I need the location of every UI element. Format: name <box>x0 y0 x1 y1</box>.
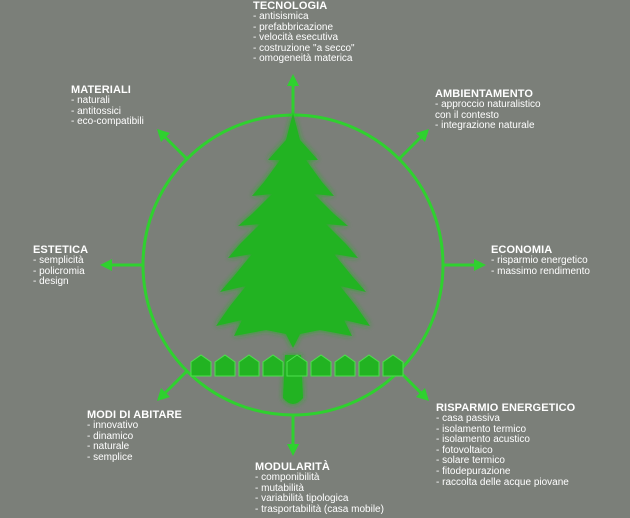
section-materiali: MATERIALI - naturali - antitossici - eco… <box>71 84 144 128</box>
list-item: - raccolta delle acque piovane <box>436 476 569 488</box>
section-tecnologia: TECNOLOGIA - antisismica - prefabbricazi… <box>253 0 355 65</box>
arrow-down-left-icon <box>157 369 189 401</box>
house-icon <box>358 354 380 377</box>
list-item: - solare termico <box>436 455 505 467</box>
section-economia: ECONOMIA - risparmio energetico - massim… <box>491 244 590 277</box>
section-modi-di-abitare: MODI DI ABITARE - innovativo - dinamico … <box>87 409 182 463</box>
section-title: MATERIALI <box>71 84 131 96</box>
list-item: - mutabilità <box>255 482 304 494</box>
list-item: - antisismica <box>253 11 309 22</box>
list-item: - policromia <box>33 265 85 277</box>
list-item: - naturale <box>87 441 130 453</box>
house-icon <box>310 354 332 377</box>
arrow-up-right-icon <box>397 129 429 161</box>
house-row <box>190 354 404 377</box>
arrow-down-icon <box>287 415 299 456</box>
section-title: MODI DI ABITARE <box>87 409 182 421</box>
section-title: MODULARITÀ <box>255 461 330 473</box>
list-item: - approccio naturalistico <box>435 99 541 110</box>
arrow-up-left-icon <box>157 129 189 161</box>
section-estetica: ESTETICA - semplicità - policromia - des… <box>33 244 88 288</box>
section-title: ESTETICA <box>33 244 89 256</box>
house-icon <box>238 354 260 377</box>
list-item: - casa passiva <box>436 413 500 424</box>
section-title: RISPARMIO ENERGETICO <box>436 402 576 414</box>
arrow-up-icon <box>287 74 299 115</box>
list-item: - prefabbricazione <box>253 21 334 33</box>
house-icon <box>190 354 212 377</box>
house-icon <box>262 354 284 377</box>
list-item: - naturali <box>71 95 110 106</box>
list-item: - isolamento termico <box>436 423 527 435</box>
list-item: - dinamico <box>87 430 134 442</box>
list-item: - isolamento acustico <box>436 434 530 446</box>
list-item: - semplicità <box>33 255 84 266</box>
list-item: - risparmio energetico <box>491 255 588 266</box>
arrow-right-icon <box>443 259 486 271</box>
list-item: - eco-compatibili <box>71 116 144 128</box>
list-item: - omogeneità materica <box>253 53 353 65</box>
list-item: - antitossici <box>71 105 122 117</box>
list-item: - massimo rendimento <box>491 265 590 277</box>
section-title: AMBIENTAMENTO <box>435 88 534 100</box>
house-icon <box>382 354 404 377</box>
house-icon <box>286 354 308 377</box>
section-ambientamento: AMBIENTAMENTO - approccio naturalistico … <box>435 88 541 132</box>
list-item: - design <box>33 276 69 288</box>
list-item: - integrazione naturale <box>435 120 535 132</box>
list-item: - trasportabilità (casa mobile) <box>255 503 384 515</box>
section-title: TECNOLOGIA <box>253 0 328 12</box>
list-item: - fitodepurazione <box>436 465 511 477</box>
section-risparmio-energetico: RISPARMIO ENERGETICO - casa passiva - is… <box>436 402 575 488</box>
list-item: con il contesto <box>435 109 499 121</box>
section-title: ECONOMIA <box>491 244 553 256</box>
list-item: - semplice <box>87 451 133 463</box>
list-item: - costruzione "a secco" <box>253 42 355 54</box>
list-item: - variabilità tipologica <box>255 493 349 505</box>
list-item: - componibilità <box>255 472 320 483</box>
list-item: - innovativo <box>87 420 139 431</box>
section-modularita: MODULARITÀ - componibilità - mutabilità … <box>255 461 384 515</box>
house-icon <box>334 354 356 377</box>
house-icon <box>214 354 236 377</box>
list-item: - fotovoltaico <box>436 444 493 456</box>
list-item: - velocità esecutiva <box>253 32 339 44</box>
arrow-left-icon <box>100 259 143 271</box>
